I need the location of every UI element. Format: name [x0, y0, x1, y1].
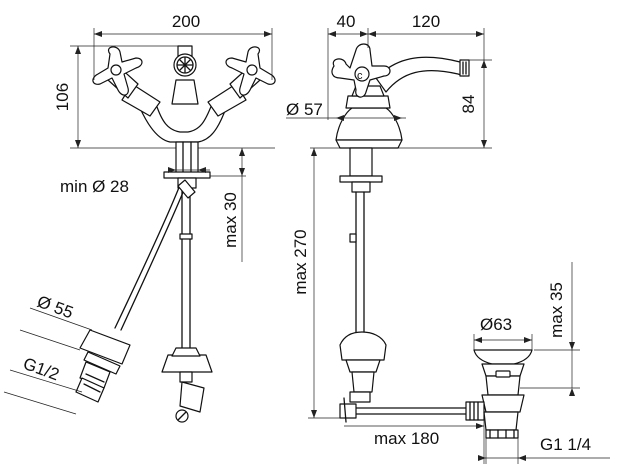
front-view: 200 106 min Ø 28 max 30 Ø 55 [3, 12, 276, 423]
flange-label: Ø63 [480, 315, 512, 334]
rod-label: max 180 [374, 429, 439, 448]
hole-dimension: min Ø 28 [60, 167, 210, 196]
popup-waste [465, 349, 533, 439]
height-dimension: 106 [53, 46, 81, 148]
fixing-shank [163, 141, 211, 351]
side-body [335, 85, 403, 149]
right-valve [207, 46, 276, 117]
thickness-label: max 30 [221, 192, 240, 248]
flange-height-label: max 35 [547, 282, 566, 338]
hole-label: min Ø 28 [60, 177, 129, 196]
left-valve [92, 46, 161, 117]
connection-rod [339, 397, 471, 423]
side-lower-body [339, 331, 387, 403]
svg-text:c: c [357, 70, 363, 82]
top-dimensions: 40 120 [327, 12, 485, 120]
rod-dimension: max 180 [344, 414, 485, 464]
depth-label: max 270 [291, 229, 310, 294]
width-label: 200 [172, 12, 200, 31]
reach-label: 120 [412, 12, 440, 31]
aerator-outlet [171, 45, 199, 105]
width-dimension: 200 [93, 12, 273, 80]
offset-label: 40 [337, 12, 356, 31]
depth-dimension: max 270 [291, 148, 344, 419]
flange-dimension: Ø63 [473, 315, 533, 350]
spout-height-dimension: 84 [459, 59, 492, 148]
thickness-dimension: max 30 [210, 148, 246, 262]
base-label: Ø 57 [286, 100, 323, 119]
spout-height-label: 84 [459, 95, 478, 114]
escutcheon-dimension: Ø 55 [19, 292, 93, 351]
flexible-hose [114, 179, 196, 331]
side-view: c [286, 12, 610, 464]
height-label: 106 [53, 83, 72, 111]
waste-thread-label: G1 1/4 [540, 435, 591, 454]
shank-bottom [161, 347, 213, 423]
thread-dimension: G1/2 [3, 354, 83, 415]
flange-height-dimension: max 35 [520, 262, 580, 396]
side-cross-handle: c [331, 43, 391, 98]
side-shank [339, 147, 383, 336]
waste-thread-dimension: G1 1/4 [478, 435, 610, 464]
escutcheon-label: Ø 55 [35, 292, 76, 322]
hose-escutcheon [75, 329, 131, 403]
spout [375, 56, 467, 93]
base-dimension: Ø 57 [286, 100, 406, 121]
